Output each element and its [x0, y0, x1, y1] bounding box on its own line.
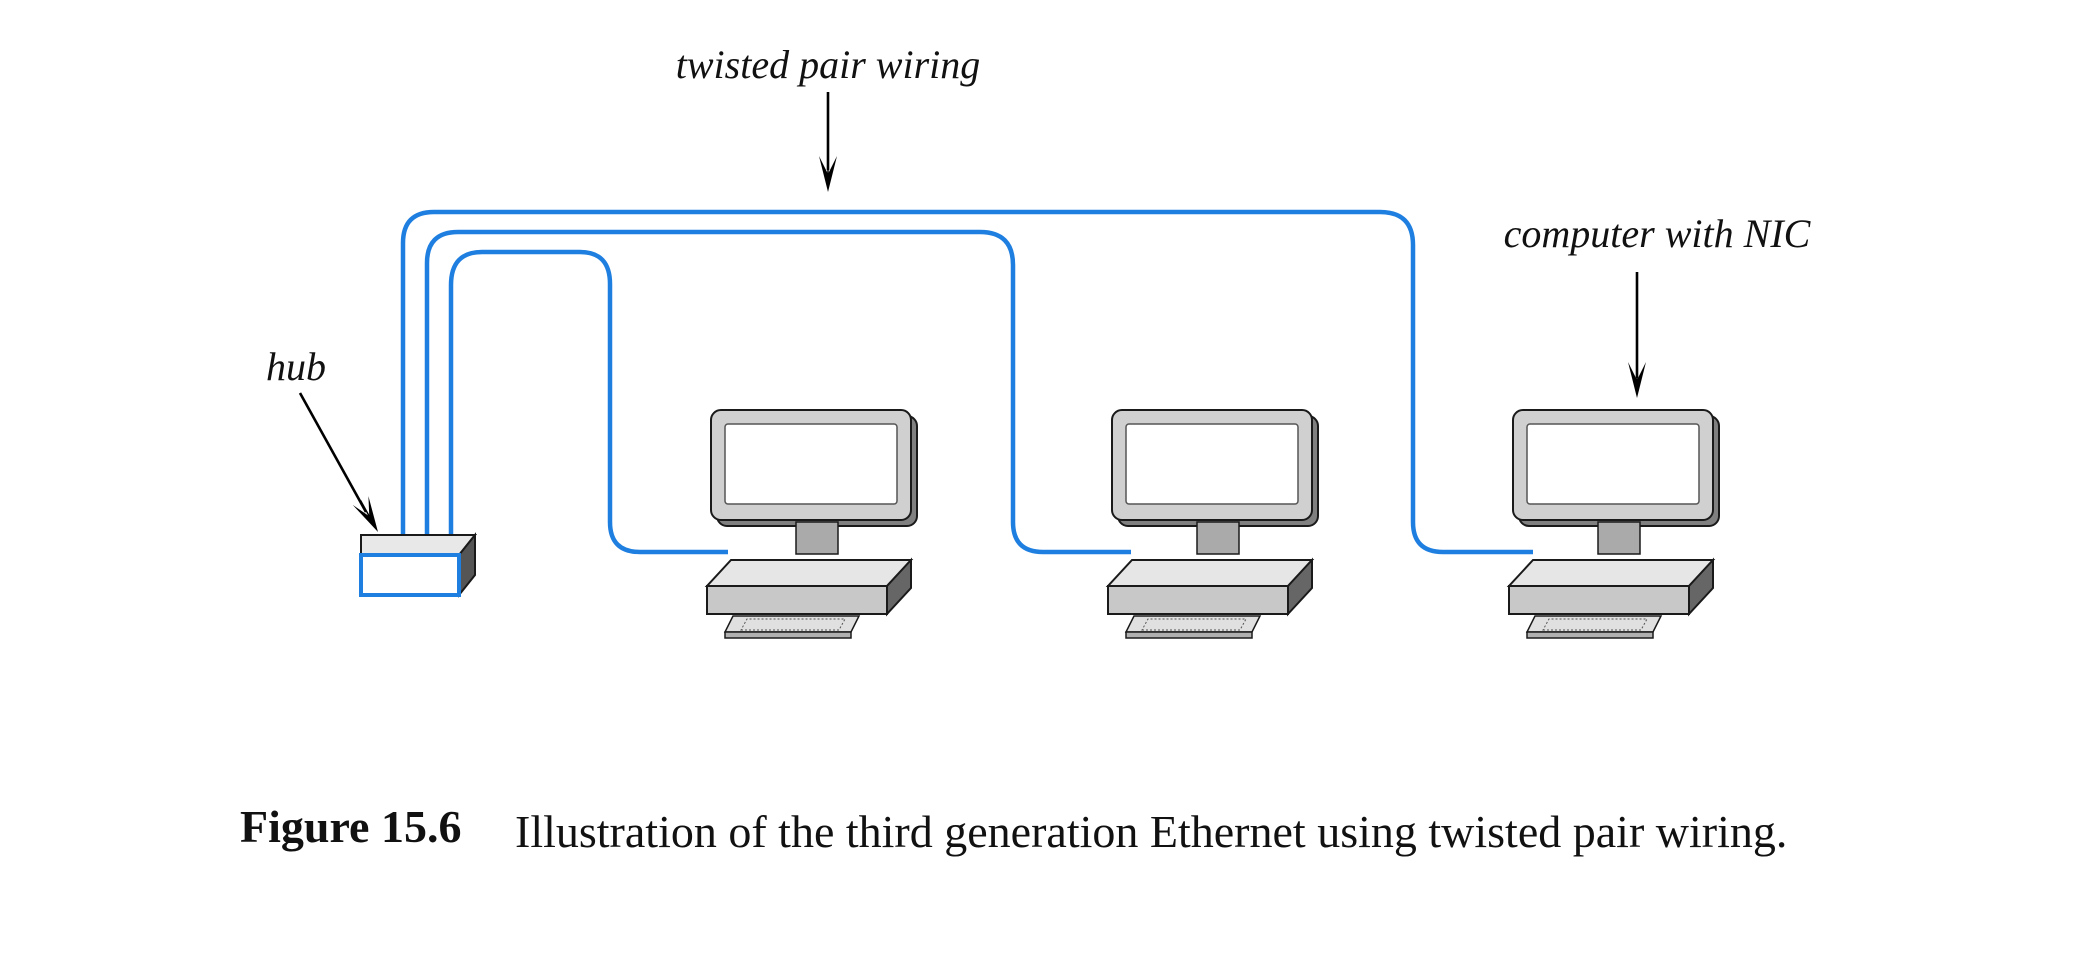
- hub-arrow: [298, 392, 368, 513]
- wire-to-computer-2: [424, 229, 1131, 555]
- wire-to-computer-1: [448, 249, 728, 555]
- twisted-pair-arrowhead: [818, 155, 838, 193]
- computer-arrowhead: [1627, 361, 1647, 399]
- computer-2: [1107, 409, 1319, 639]
- hub-arrowhead: [351, 495, 387, 538]
- hub-box: [359, 532, 478, 598]
- twisted-pair-label: twisted pair wiring: [676, 42, 981, 87]
- computer-label: computer with NIC: [1504, 211, 1812, 256]
- figure-caption-text: Illustration of the third generation Eth…: [515, 806, 1788, 857]
- hub-label: hub: [266, 344, 326, 389]
- figure-number: Figure 15.6: [240, 801, 462, 852]
- computer-1: [706, 409, 918, 639]
- wire-to-computer-3: [400, 209, 1533, 555]
- computer-3: [1508, 409, 1720, 639]
